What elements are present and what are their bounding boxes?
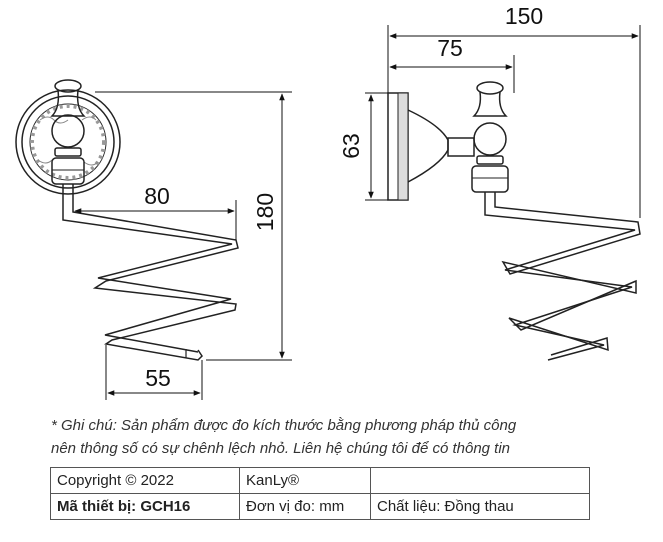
info-row-2: Mã thiết bị: GCH16 Đơn vị đo: mm Chất li… <box>50 493 590 520</box>
dim-mount-length: 75 <box>437 35 463 61</box>
note-line-1: * Ghi chú: Sản phẩm được đo kích thước b… <box>51 417 517 434</box>
wall-rose-front <box>15 89 121 195</box>
copyright-cell: Copyright © 2022 <box>50 467 240 494</box>
unit-cell: Đơn vị đo: mm <box>239 493 371 520</box>
dim-coil-top-width: 80 <box>144 183 170 209</box>
front-view <box>15 79 239 361</box>
wall-rose-side <box>387 92 449 201</box>
dim-total-height: 180 <box>252 193 278 231</box>
knob-side <box>447 81 509 193</box>
dim-rose-height: 63 <box>338 133 364 159</box>
info-table: Copyright © 2022 KanLy® Mã thiết bị: GCH… <box>50 467 590 520</box>
spiral-rod-side <box>484 192 641 361</box>
dim-total-length: 150 <box>505 3 543 29</box>
knob-front <box>50 79 86 185</box>
side-view <box>387 81 641 361</box>
model-cell: Mã thiết bị: GCH16 <box>50 493 240 520</box>
dimension-lines <box>74 25 641 400</box>
brand-cell: KanLy® <box>239 467 371 494</box>
measurement-note: * Ghi chú: Sản phẩm được đo kích thước b… <box>51 414 651 460</box>
dim-coil-bottom-width: 55 <box>145 365 171 391</box>
info-row-1: Copyright © 2022 KanLy® <box>50 467 590 494</box>
material-cell: Chất liệu: Đồng thau <box>370 493 590 520</box>
empty-cell <box>370 467 590 494</box>
spiral-rod-front <box>62 184 239 361</box>
note-line-2: nên thông số có sự chênh lệch nhỏ. Liên … <box>51 440 511 457</box>
